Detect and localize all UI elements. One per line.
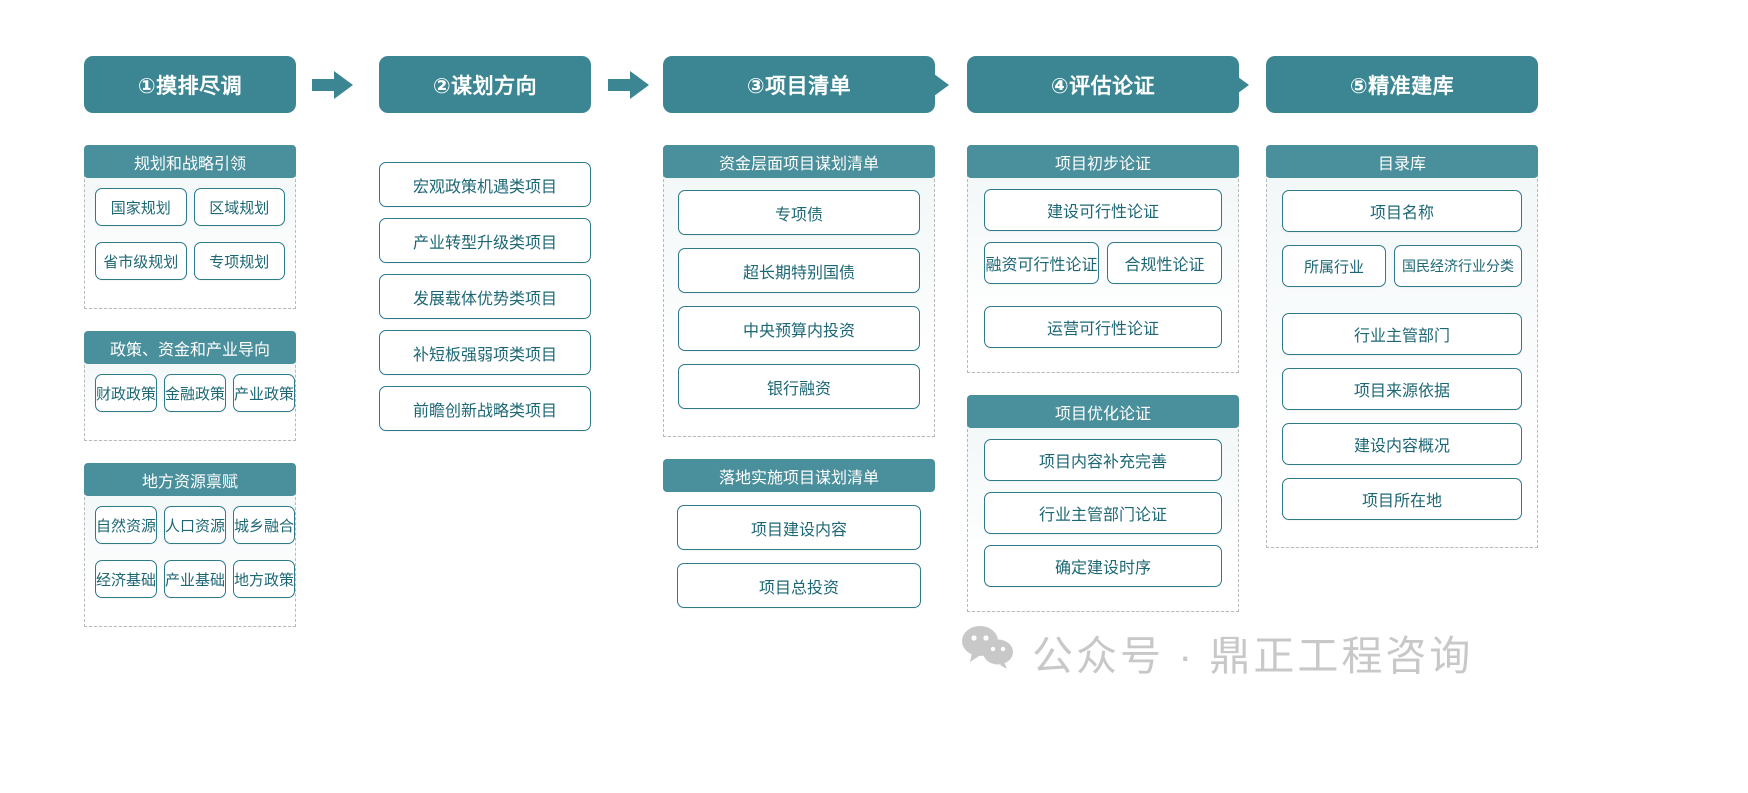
wechat-icon [960,624,1016,680]
stage-column-3: ③项目清单 资金层面项目谋划清单 专项债 超长期特别国债 中央预算内投资 银行融… [663,56,935,657]
group-planning-strategy: 规划和战略引领 国家规划 区域规划 省市级规划 专项规划 [84,145,296,309]
list-item[interactable]: 中央预算内投资 [678,306,920,351]
list-item[interactable]: 合规性论证 [1107,242,1222,284]
group-body: 建设可行性论证 融资可行性论证 合规性论证 运营可行性论证 [967,174,1239,373]
group-header: 规划和战略引领 [84,145,296,178]
group-policy-funding-industry: 政策、资金和产业导向 财政政策 金融政策 产业政策 [84,331,296,441]
list-item[interactable]: 人口资源 [164,506,227,544]
list-item[interactable]: 超长期特别国债 [678,248,920,293]
list-item[interactable]: 运营可行性论证 [984,306,1222,348]
list-item[interactable]: 发展载体优势类项目 [379,274,591,319]
group-body: 自然资源 人口资源 城乡融合 经济基础 产业基础 地方政策 [84,492,296,627]
list-item[interactable]: 所属行业 [1282,245,1386,287]
arrow-right-icon [312,70,354,100]
list-item[interactable]: 项目名称 [1282,190,1522,232]
list-item[interactable]: 宏观政策机遇类项目 [379,162,591,207]
list-item[interactable]: 区域规划 [193,188,285,226]
list-item[interactable]: 建设可行性论证 [984,189,1222,231]
group-header: 目录库 [1266,145,1538,178]
group-body: 项目建设内容 项目总投资 [663,488,935,635]
list-item[interactable]: 金融政策 [164,374,227,412]
list-item[interactable]: 专项债 [678,190,920,235]
list-item[interactable]: 财政政策 [95,374,158,412]
item-row: 所属行业 国民经济行业分类 [1282,245,1522,300]
stage-header-4[interactable]: ④评估论证 [967,56,1239,113]
group-body: 财政政策 金融政策 产业政策 [84,360,296,441]
list-item[interactable]: 城乡融合 [233,506,296,544]
group-body: 项目名称 所属行业 国民经济行业分类 行业主管部门 项目来源依据 建设内容概况 … [1266,174,1538,548]
group-header: 政策、资金和产业导向 [84,331,296,364]
group-funding-project-list: 资金层面项目谋划清单 专项债 超长期特别国债 中央预算内投资 银行融资 [663,145,935,437]
group-implementation-project-list: 落地实施项目谋划清单 项目建设内容 项目总投资 [663,459,935,635]
item-row: 自然资源 人口资源 城乡融合 [95,506,296,552]
group-header: 项目初步论证 [967,145,1239,178]
watermark: 公众号 · 鼎正工程咨询 [960,622,1473,682]
list-item[interactable]: 地方政策 [233,560,296,598]
list-item[interactable]: 国民经济行业分类 [1394,245,1522,287]
list-item[interactable]: 融资可行性论证 [984,242,1099,284]
list-item[interactable]: 产业转型升级类项目 [379,218,591,263]
group-preliminary-assessment: 项目初步论证 建设可行性论证 融资可行性论证 合规性论证 运营可行性论证 [967,145,1239,373]
stage-column-1: ①摸排尽调 规划和战略引领 国家规划 区域规划 省市级规划 专项规划 政策、资金… [84,56,296,649]
arrow-right-icon [608,70,650,100]
stage-column-5: ⑤精准建库 目录库 项目名称 所属行业 国民经济行业分类 行业主管部门 项目来源… [1266,56,1538,570]
list-item[interactable]: 项目来源依据 [1282,368,1522,410]
group-header: 资金层面项目谋划清单 [663,145,935,178]
item-row: 国家规划 区域规划 [95,188,285,234]
list-item[interactable]: 行业主管部门论证 [984,492,1222,534]
group-catalog-library: 目录库 项目名称 所属行业 国民经济行业分类 行业主管部门 项目来源依据 建设内… [1266,145,1538,548]
list-item[interactable]: 项目总投资 [677,563,921,608]
group-body: 宏观政策机遇类项目 产业转型升级类项目 发展载体优势类项目 补短板强弱项类项目 … [379,145,591,453]
list-item[interactable]: 产业基础 [164,560,227,598]
list-item[interactable]: 建设内容概况 [1282,423,1522,465]
stage-column-4: ④评估论证 项目初步论证 建设可行性论证 融资可行性论证 合规性论证 运营可行性… [967,56,1239,634]
item-row: 财政政策 金融政策 产业政策 [95,374,296,420]
list-item[interactable]: 专项规划 [193,242,285,280]
stage-column-2: ②谋划方向 宏观政策机遇类项目 产业转型升级类项目 发展载体优势类项目 补短板强… [379,56,591,475]
list-item[interactable]: 国家规划 [95,188,187,226]
list-item[interactable]: 银行融资 [678,364,920,409]
list-item[interactable]: 省市级规划 [95,242,187,280]
group-local-resources: 地方资源禀赋 自然资源 人口资源 城乡融合 经济基础 产业基础 地方政策 [84,463,296,627]
group-body: 专项债 超长期特别国债 中央预算内投资 银行融资 [663,174,935,437]
list-item[interactable]: 自然资源 [95,506,158,544]
group-header: 项目优化论证 [967,395,1239,428]
list-item[interactable]: 行业主管部门 [1282,313,1522,355]
group-body: 国家规划 区域规划 省市级规划 专项规划 [84,174,296,309]
group-header: 地方资源禀赋 [84,463,296,496]
group-header: 落地实施项目谋划清单 [663,459,935,492]
stage-header-2[interactable]: ②谋划方向 [379,56,591,113]
item-row: 省市级规划 专项规划 [95,242,285,288]
list-item[interactable]: 补短板强弱项类项目 [379,330,591,375]
list-item[interactable]: 前瞻创新战略类项目 [379,386,591,431]
list-item[interactable]: 项目内容补充完善 [984,439,1222,481]
stage-header-3[interactable]: ③项目清单 [663,56,935,113]
list-item[interactable]: 项目所在地 [1282,478,1522,520]
list-item[interactable]: 确定建设时序 [984,545,1222,587]
list-item[interactable]: 项目建设内容 [677,505,921,550]
list-item[interactable]: 产业政策 [233,374,296,412]
stage-header-5[interactable]: ⑤精准建库 [1266,56,1538,113]
group-optimization-assessment: 项目优化论证 项目内容补充完善 行业主管部门论证 确定建设时序 [967,395,1239,612]
stage-header-1[interactable]: ①摸排尽调 [84,56,296,113]
item-row: 融资可行性论证 合规性论证 [984,242,1222,295]
item-row: 经济基础 产业基础 地方政策 [95,560,296,606]
group-body: 项目内容补充完善 行业主管部门论证 确定建设时序 [967,424,1239,612]
watermark-text: 公众号 · 鼎正工程咨询 [1032,633,1474,679]
group-direction-list: 宏观政策机遇类项目 产业转型升级类项目 发展载体优势类项目 补短板强弱项类项目 … [379,145,591,453]
list-item[interactable]: 经济基础 [95,560,158,598]
